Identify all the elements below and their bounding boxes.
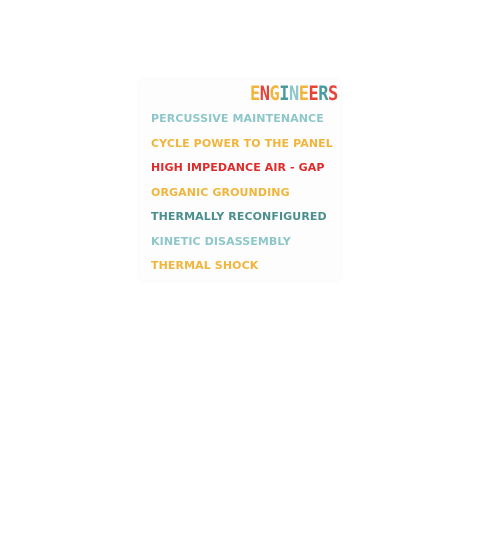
phrase-kinetic-disassembly: KINETIC DISASSEMBLY xyxy=(151,234,291,248)
logo-letter: R xyxy=(318,82,328,106)
engineers-logo: ENGINEERS xyxy=(250,82,338,106)
logo-letter: N xyxy=(289,82,299,106)
phrase-organic-grounding: ORGANIC GROUNDING xyxy=(151,185,290,199)
phrase-thermal-shock: THERMAL SHOCK xyxy=(151,259,259,272)
phrase-list: PERCUSSIVE MAINTENANCE CYCLE POWER TO TH… xyxy=(151,110,333,282)
phrase-thermally-reconfigured: THERMALLY RECONFIGURED xyxy=(151,210,327,223)
logo-letter: E xyxy=(250,82,260,106)
design-card xyxy=(140,80,340,280)
phrase-high-impedance: HIGH IMPEDANCE AIR - GAP xyxy=(151,161,325,174)
logo-letter: S xyxy=(328,82,338,106)
logo-letter: E xyxy=(308,82,319,106)
logo-letter: E xyxy=(298,82,309,106)
logo-letter: I xyxy=(279,82,289,106)
logo-letter: N xyxy=(259,82,270,106)
phrase-percussive-maintenance: PERCUSSIVE MAINTENANCE xyxy=(151,112,324,125)
phrase-cycle-power: CYCLE POWER TO THE PANEL xyxy=(151,136,333,150)
logo-letter: G xyxy=(269,82,280,106)
